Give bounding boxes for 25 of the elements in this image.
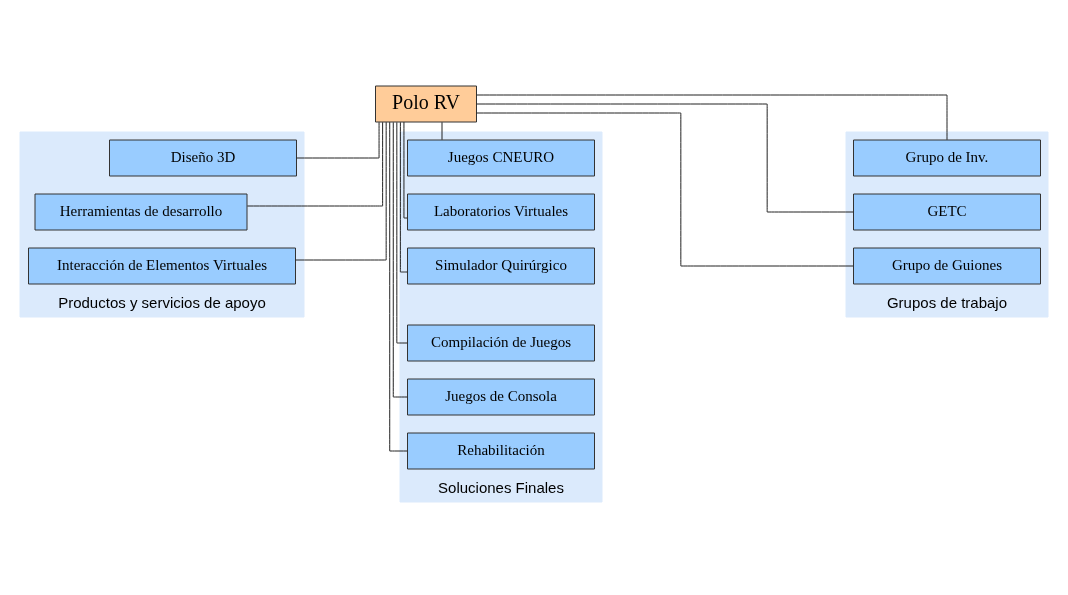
- connector: [403, 121, 408, 218]
- connector: [392, 121, 408, 397]
- connector: [476, 112, 854, 266]
- connector: [296, 121, 380, 158]
- node-box: Herramientas de desarrollo: [34, 193, 248, 230]
- node-box: Grupo de Guiones: [853, 247, 1041, 284]
- node-box: Diseño 3D: [109, 139, 297, 176]
- connector: [295, 121, 387, 260]
- node-box: Juegos CNEURO: [407, 139, 595, 176]
- node-box: Compilación de Juegos: [407, 324, 595, 361]
- node-box: Simulador Quirúrgico: [407, 247, 595, 284]
- node-box: Laboratorios Virtuales: [407, 193, 595, 230]
- node-box: Grupo de Inv.: [853, 139, 1041, 176]
- connector: [441, 121, 443, 140]
- connector: [476, 103, 854, 212]
- node-box: Juegos de Consola: [407, 378, 595, 415]
- node-box: Rehabilitación: [407, 432, 595, 469]
- connector: [246, 121, 384, 206]
- connector: [476, 94, 948, 140]
- node-box: Polo RV: [375, 85, 477, 122]
- connector: [399, 121, 408, 272]
- node-box: Interacción de Elementos Virtuales: [28, 247, 296, 284]
- node-box: GETC: [853, 193, 1041, 230]
- connector: [396, 121, 408, 343]
- connector: [389, 121, 408, 451]
